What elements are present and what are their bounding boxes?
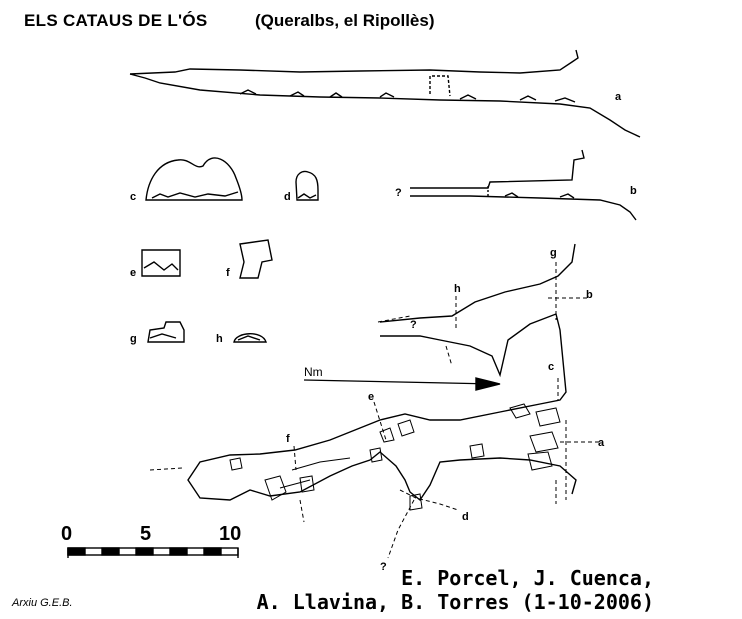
scale-label-5: 5 <box>140 523 151 545</box>
scale-bar <box>67 547 239 558</box>
label-c-plan: c <box>548 361 554 373</box>
label-unknown-plan: ? <box>410 319 417 331</box>
label-unknown-entrance: ? <box>380 561 387 573</box>
credits-line-1: E. Porcel, J. Cuenca, <box>401 566 654 590</box>
north-arrow <box>303 377 501 391</box>
cross-section-f <box>239 239 273 279</box>
label-a-plan: a <box>598 437 605 449</box>
label-e-plan: e <box>368 391 374 403</box>
section-a-profile <box>129 49 641 138</box>
cross-section-c <box>145 157 243 201</box>
cross-section-e <box>141 249 181 277</box>
label-c: c <box>130 191 136 203</box>
label-b-profile: b <box>630 185 637 197</box>
cross-section-d <box>295 170 319 201</box>
credits-line-2: A. Llavina, B. Torres (1-10-2006) <box>256 590 654 614</box>
label-d: d <box>284 191 291 203</box>
north-label: Nm <box>304 365 323 379</box>
label-h: h <box>216 333 223 345</box>
cross-section-g <box>147 321 185 343</box>
label-d-plan: d <box>462 511 469 523</box>
archive-credit: Arxiu G.E.B. <box>12 597 73 609</box>
section-lines <box>149 262 600 559</box>
cross-section-h <box>233 333 267 343</box>
label-g: g <box>130 333 137 345</box>
label-h-plan: h <box>454 283 461 295</box>
location-subtitle: (Queralbs, el Ripollès) <box>255 11 435 30</box>
label-g-plan: g <box>550 247 557 259</box>
label-unknown-b: ? <box>395 187 402 199</box>
cave-plan <box>187 243 577 511</box>
label-f-plan: f <box>286 433 290 445</box>
label-b-plan: b <box>586 289 593 301</box>
label-f: f <box>226 267 230 279</box>
section-b-profile <box>410 149 637 221</box>
credits: E. Porcel, J. Cuenca, A. Llavina, B. Tor… <box>257 566 654 614</box>
label-a-profile: a <box>615 91 622 103</box>
scale-label-0: 0 <box>61 523 72 545</box>
page-title: ELS CATAUS DE L'ÓS <box>24 11 208 30</box>
scale-label-10: 10 <box>219 523 241 545</box>
label-e: e <box>130 267 136 279</box>
